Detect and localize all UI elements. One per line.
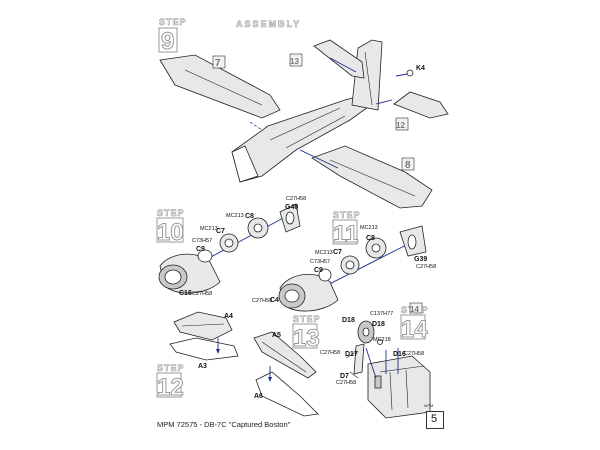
tag-12: 12 (395, 117, 409, 131)
step-9-number: 9 (161, 28, 174, 55)
svg-text:MC213: MC213 (200, 226, 218, 232)
d17-strut-part (353, 343, 365, 375)
svg-text:D7: D7 (340, 373, 349, 380)
svg-text:C7: C7 (216, 228, 225, 235)
step-10-word: STEP (157, 208, 185, 218)
svg-text:C27H58: C27H58 (320, 350, 340, 356)
svg-text:G39: G39 (414, 256, 427, 263)
svg-text:8: 8 (405, 160, 411, 171)
tag-14: 14 (409, 302, 423, 314)
svg-text:C9: C9 (196, 246, 205, 253)
svg-text:C8: C8 (245, 213, 254, 220)
a6-part (255, 371, 319, 417)
svg-text:C27H58: C27H58 (416, 264, 436, 270)
left-stabilizer-part (313, 39, 365, 79)
c9-left-part (197, 249, 213, 263)
svg-text:C73H57: C73H57 (192, 238, 212, 244)
svg-text:14: 14 (410, 305, 419, 314)
svg-text:G40: G40 (285, 204, 298, 211)
step-11-word: STEP (333, 210, 361, 220)
svg-text:C9: C9 (314, 267, 323, 274)
svg-text:A4: A4 (224, 313, 233, 320)
svg-text:MC213: MC213 (226, 213, 244, 219)
svg-text:MC218: MC218 (373, 337, 391, 343)
step-10-number: 10 (157, 219, 184, 246)
svg-text:A5: A5 (272, 332, 281, 339)
svg-text:12: 12 (396, 121, 405, 130)
step-12-flaps: A4 A3 (169, 311, 239, 370)
svg-text:A3: A3 (198, 363, 207, 370)
vertical-fin-part (351, 39, 383, 111)
step-9-badge: STEP 9 (158, 17, 187, 56)
right-wing-part (311, 145, 433, 209)
svg-text:D18: D18 (342, 317, 355, 324)
svg-text:C27H58: C27H58 (404, 351, 424, 357)
label-k4: K4 (416, 65, 425, 72)
svg-text:C4: C4 (270, 297, 279, 304)
tag-7: 7 (212, 55, 226, 69)
svg-text:A6: A6 (254, 393, 263, 400)
step-14-gear: D18 C137H77 D18 MC218 C27H58 D17 D16 C27… (320, 311, 431, 419)
step-9-word: STEP (159, 17, 187, 27)
fuselage-part (231, 93, 376, 183)
svg-text:D18: D18 (372, 321, 385, 328)
footer-caption: MPM 72575 - DB-7C "Captured Boston" (157, 420, 291, 429)
svg-text:D16: D16 (393, 351, 406, 358)
step-10-badge: STEP 10 (156, 208, 185, 247)
tag-8: 8 (401, 157, 415, 171)
svg-text:C137H77: C137H77 (370, 311, 393, 317)
svg-text:C27H58: C27H58 (192, 291, 212, 297)
page-number: 5 (430, 413, 438, 425)
page-number-box (426, 411, 444, 429)
tag-13: 13 (289, 53, 303, 67)
a3-part (169, 337, 239, 361)
step-10-engine: C27H58 G40 MC213 C8 MC213 C7 C73H57 C9 C… (158, 196, 306, 297)
k4-part (406, 69, 414, 77)
step-11-number: 11 (333, 221, 358, 248)
step-14-number: 14 (401, 316, 428, 343)
svg-text:C8: C8 (366, 235, 375, 242)
c9-right-part (318, 268, 332, 282)
step-13-flaps: A5 A6 (253, 331, 319, 417)
svg-text:MC213: MC213 (315, 250, 333, 256)
svg-text:MC213: MC213 (360, 225, 378, 231)
step-11-engine: MC213 C8 MC213 C7 C73H57 C9 G39 C27H58 C… (252, 225, 436, 312)
svg-text:D17: D17 (345, 351, 358, 358)
page-label: MPM (424, 403, 434, 408)
svg-text:7: 7 (215, 58, 221, 69)
a4-part (173, 311, 233, 341)
step-13-number: 13 (293, 325, 320, 352)
step-12-word: STEP (157, 363, 185, 373)
right-stabilizer-part (393, 91, 449, 119)
assembly-title: ASSEMBLY (236, 19, 301, 29)
svg-text:C73H57: C73H57 (310, 259, 330, 265)
svg-text:C16: C16 (179, 290, 192, 297)
svg-text:C27H58: C27H58 (336, 380, 356, 386)
svg-text:C7: C7 (333, 249, 342, 256)
step-12-number: 12 (157, 374, 184, 401)
step-11-badge: STEP 11 (332, 210, 361, 249)
step-9-aircraft: K4 (159, 39, 449, 209)
step-13-badge: STEP 13 (292, 314, 321, 353)
svg-text:C27H58: C27H58 (286, 196, 306, 202)
a5-part (253, 331, 317, 379)
step-13-word: STEP (293, 314, 321, 324)
svg-text:13: 13 (290, 57, 299, 66)
svg-text:C27H58: C27H58 (252, 298, 272, 304)
step-12-badge: STEP 12 (156, 363, 185, 402)
